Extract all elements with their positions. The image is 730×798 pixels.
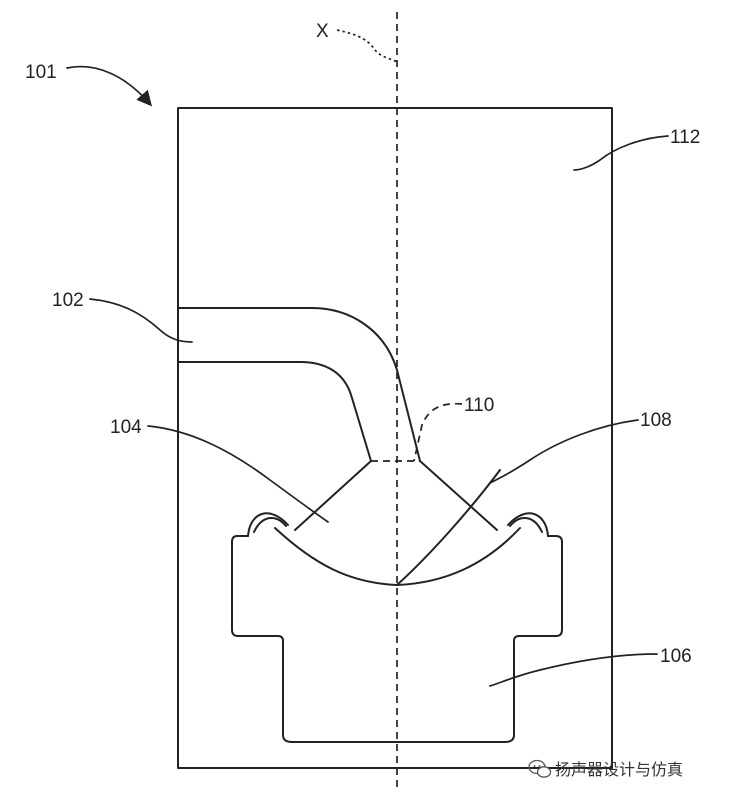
right-surround-inner: [509, 517, 543, 533]
watermark-text: 扬声器设计与仿真: [555, 760, 683, 779]
ref-110-label: 110: [464, 395, 494, 416]
housing-outline: [231, 535, 563, 743]
ref-112-label: 112: [670, 127, 700, 148]
outer-body: [177, 107, 613, 769]
left-surround-inner: [253, 517, 287, 533]
left-surround-roll: [247, 512, 289, 537]
wechat-icon: [528, 759, 552, 778]
ref-112-leader: [573, 135, 669, 171]
tube-upper-wall: [178, 307, 421, 462]
ref-101-label: 101: [25, 62, 57, 83]
ref-102-leader: [89, 298, 193, 343]
ref-106-label: 106: [660, 646, 692, 667]
ref-110-leader: [413, 402, 463, 462]
ref-108-label: 108: [640, 410, 672, 431]
ref-108-leader: [489, 419, 639, 484]
chamber-left-wall: [294, 460, 372, 531]
axis-leader: [336, 29, 398, 63]
ref-104-leader: [147, 425, 329, 523]
membrane-inner-curve: [396, 469, 501, 586]
ref-102-label: 102: [52, 290, 84, 311]
ref-106-leader: [489, 653, 658, 687]
right-surround-roll: [507, 512, 549, 537]
chamber-right-wall: [419, 460, 498, 531]
tube-lower-wall: [178, 361, 372, 462]
ref-101-arrow: [66, 65, 152, 107]
axis-label: X: [316, 21, 329, 42]
ref-104-label: 104: [110, 417, 142, 438]
watermark: 扬声器设计与仿真: [528, 759, 683, 779]
